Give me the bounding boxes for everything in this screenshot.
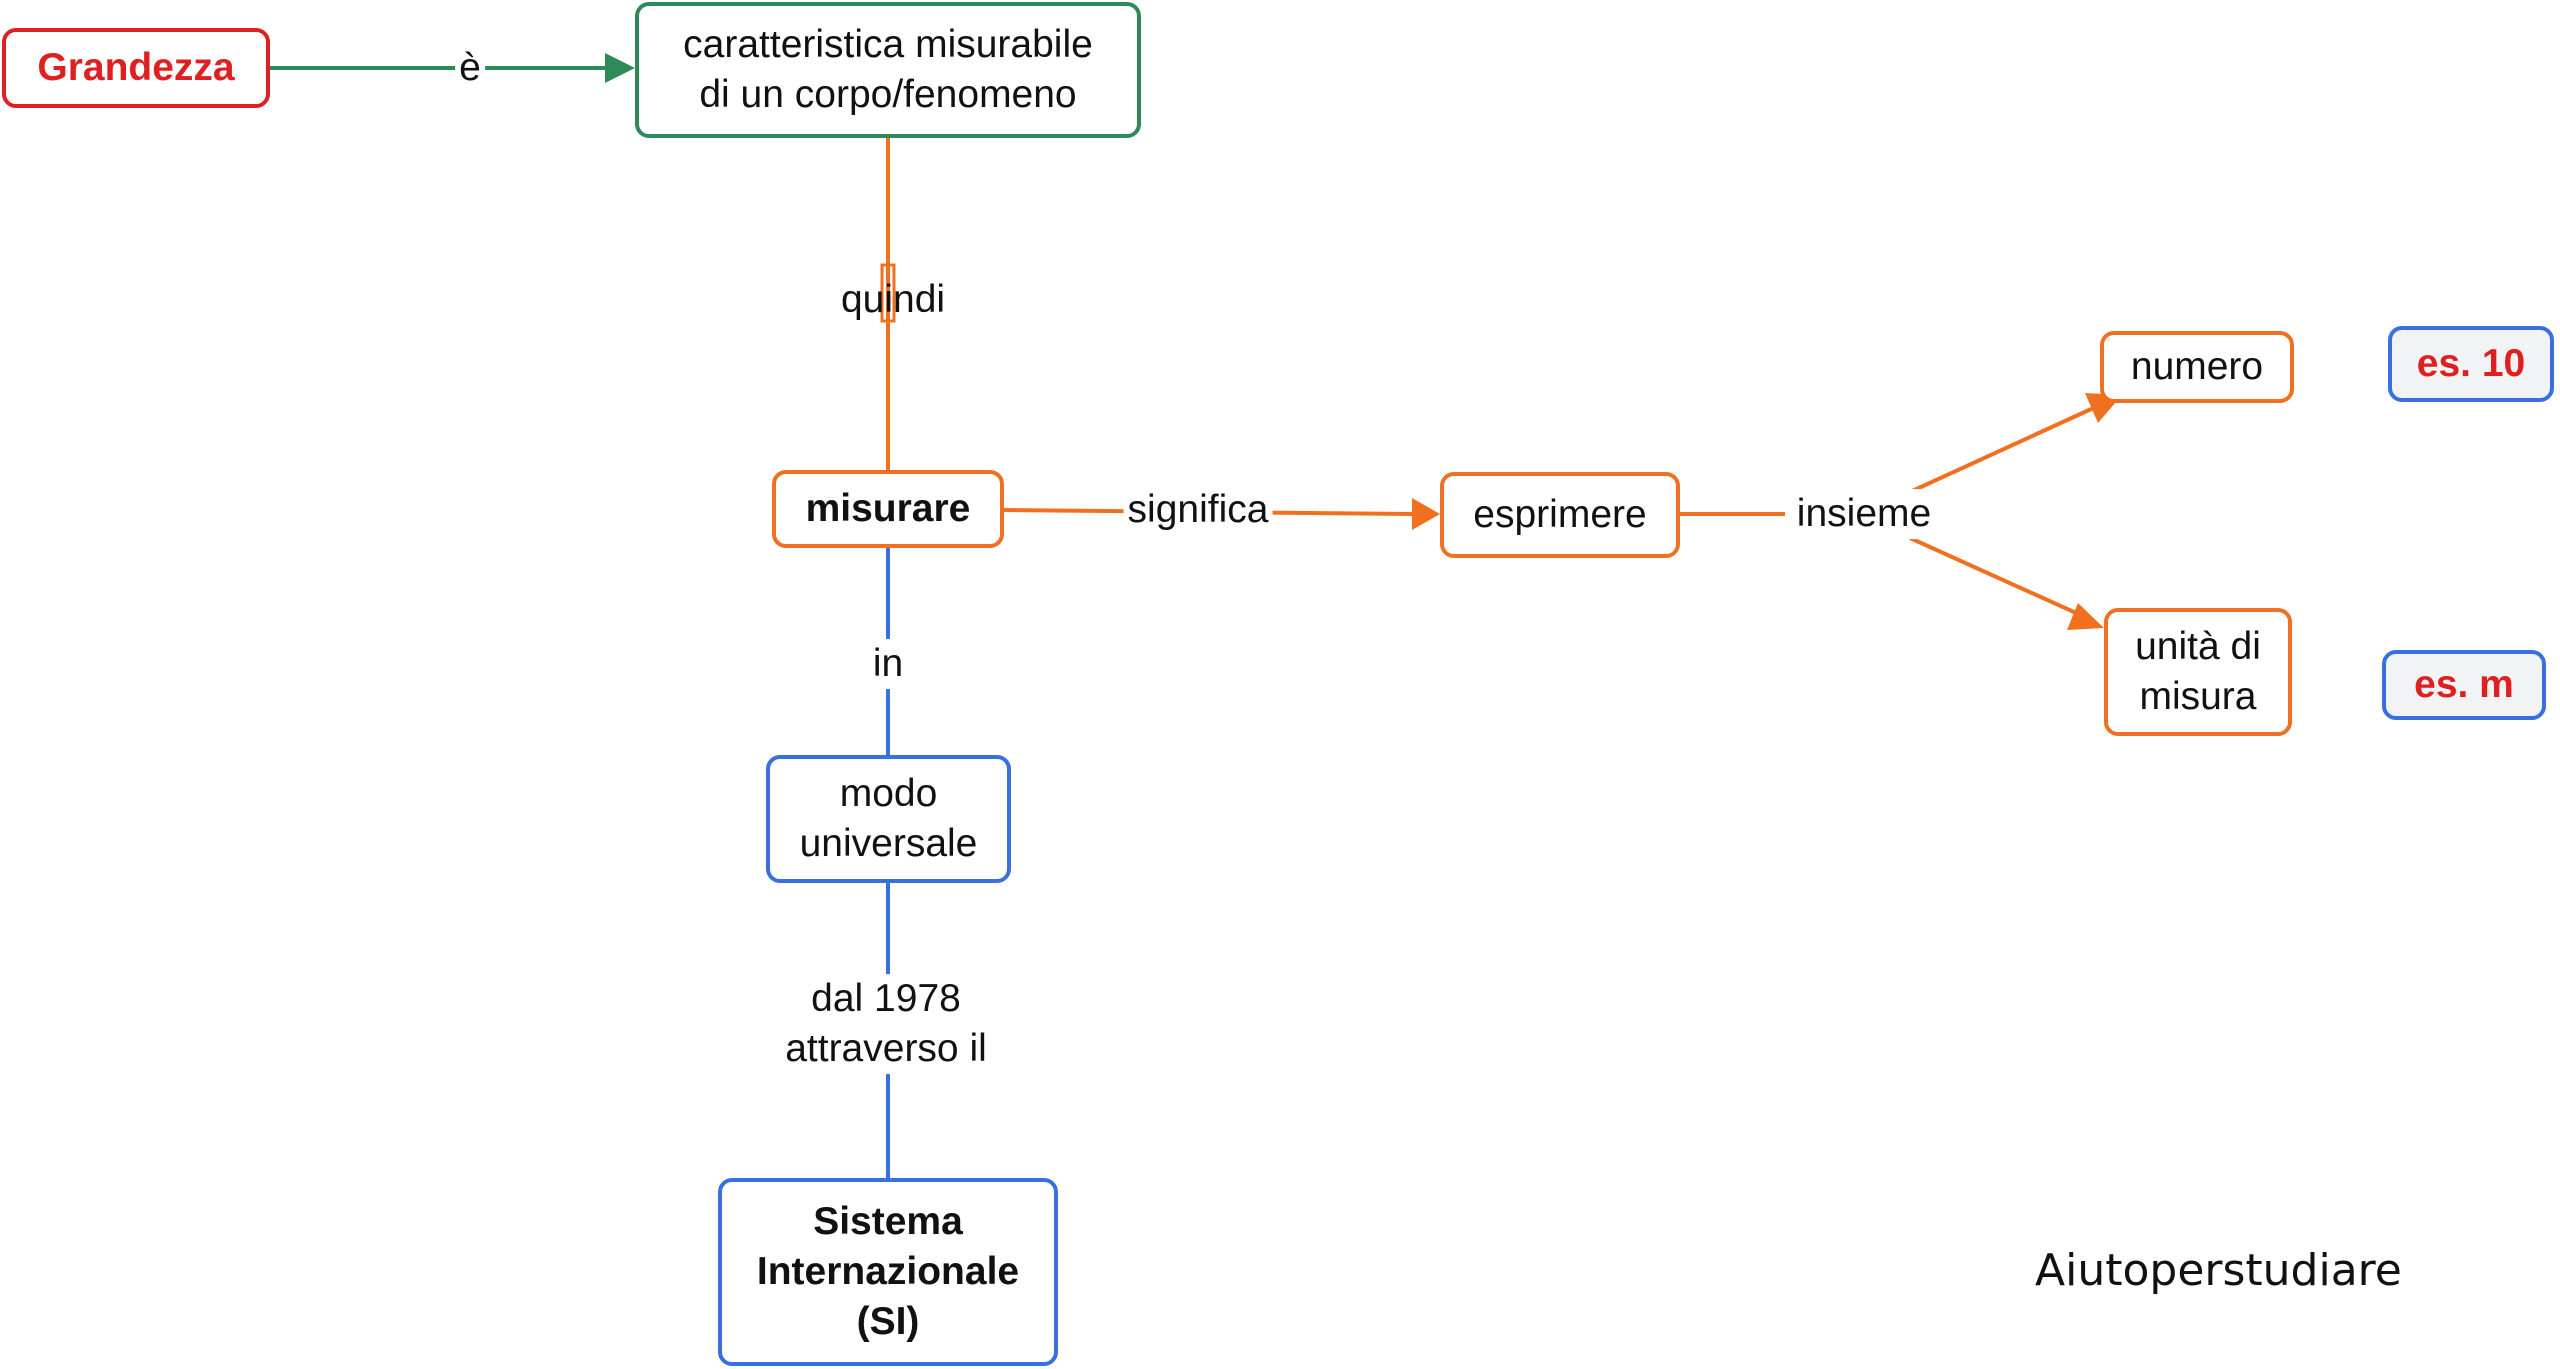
link-label-quindi: quindi: [840, 278, 946, 322]
node-grandezza[interactable]: Grandezza: [2, 28, 270, 108]
watermark-text: Aiutoperstudiare: [2035, 1245, 2402, 1296]
arrowhead-caratteristica: [605, 53, 635, 83]
node-example-m[interactable]: es. m: [2382, 650, 2546, 720]
arrowhead-unita: [2067, 603, 2104, 630]
node-example-10[interactable]: es. 10: [2388, 326, 2554, 402]
arrowhead-esprimere: [1412, 498, 1440, 530]
link-insieme-numero: [1909, 403, 2101, 494]
link-label-e: è: [455, 43, 485, 93]
link-marker-quindi: [880, 263, 896, 323]
node-numero[interactable]: numero: [2100, 331, 2294, 403]
link-label-dal-1978: dal 1978 attraverso il: [781, 974, 991, 1074]
link-label-in: in: [868, 639, 908, 689]
link-label-insieme: insieme: [1792, 489, 1936, 539]
node-misurare[interactable]: misurare: [772, 470, 1004, 548]
node-modo-universale[interactable]: modo universale: [766, 755, 1011, 883]
node-sistema-internazionale[interactable]: Sistema Internazionale (SI): [718, 1178, 1058, 1366]
link-label-significa: significa: [1123, 485, 1273, 535]
link-insieme-unita: [1909, 536, 2086, 619]
node-unita-di-misura[interactable]: unità di misura: [2104, 608, 2292, 736]
node-esprimere[interactable]: esprimere: [1440, 472, 1680, 558]
node-caratteristica[interactable]: caratteristica misurabile di un corpo/fe…: [635, 2, 1141, 138]
